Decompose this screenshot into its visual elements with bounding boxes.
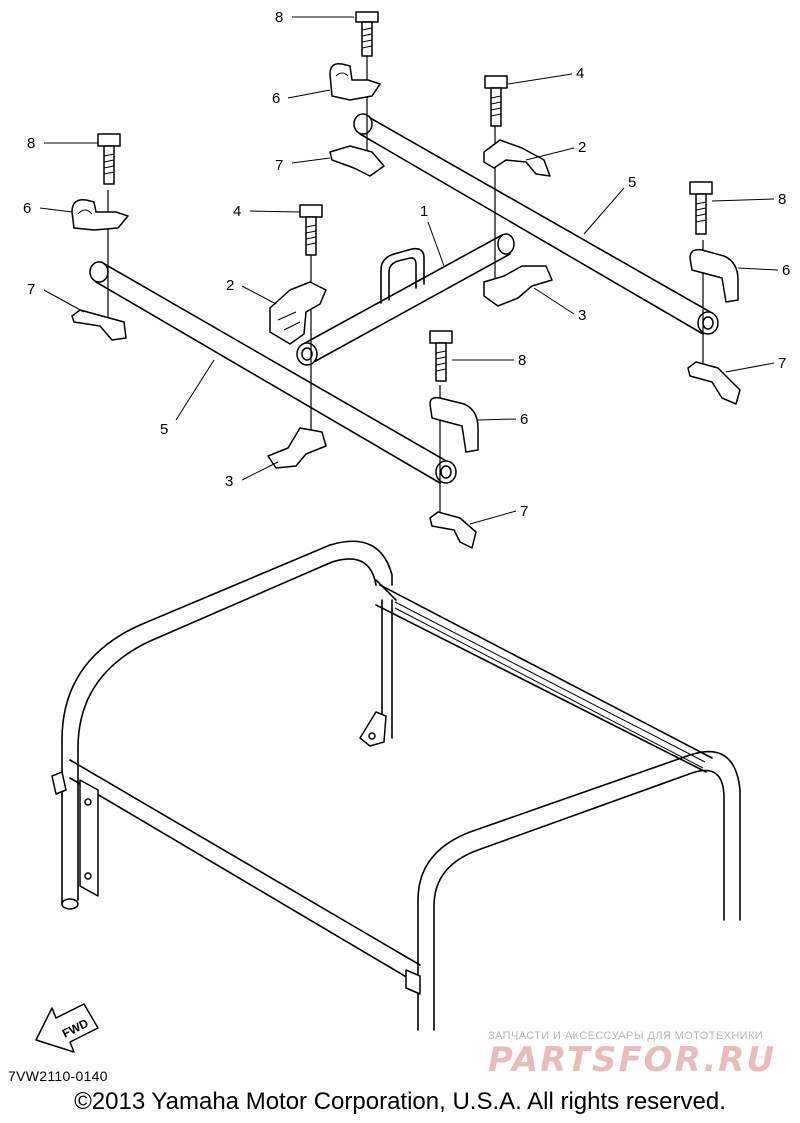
callout-8-bottom: 8: [518, 352, 526, 369]
callout-8-left: 8: [27, 135, 35, 152]
assembly-lines: [107, 52, 704, 520]
callout-6-bottom: 6: [520, 411, 528, 428]
watermark-tagline: ЗАПЧАСТИ И АКСЕССУАРЫ ДЛЯ МОТОТЕХНИКИ: [488, 1030, 764, 1042]
callout-1: 1: [420, 203, 428, 220]
callout-2-upper: 2: [578, 139, 586, 156]
tube-1-cross-bar: [296, 233, 515, 366]
callout-5-left: 5: [160, 421, 168, 438]
callout-7-bottom: 7: [520, 503, 528, 520]
clamp-7-left: [71, 309, 127, 341]
bracket-2-upper: [483, 139, 551, 177]
bolt-8-left: [97, 133, 121, 185]
callout-7-top: 7: [275, 157, 283, 174]
clamp-7-top: [329, 145, 385, 177]
callout-8-top: 8: [275, 9, 283, 26]
roll-cage-frame: [51, 540, 741, 1031]
callout-7-left: 7: [27, 281, 35, 298]
callout-3-upper: 3: [578, 307, 586, 324]
callouts: 8 6 4 2 7 8 6 7 5 8 1 4 6 2 3 8 7: [23, 9, 790, 525]
clamp-6-left: [71, 199, 129, 231]
clamp-7-bottom: [429, 511, 477, 549]
bracket-2-middle: [269, 281, 327, 345]
bolt-8-bottom: [429, 330, 453, 382]
fwd-arrow-icon: FWD: [35, 1003, 99, 1053]
bracket-3-lower: [267, 427, 327, 469]
diagram-code: 7VW2110-0140: [8, 1068, 108, 1084]
tube-5-left: [89, 261, 457, 484]
callout-3-lower: 3: [225, 473, 233, 490]
bracket-3-upper: [483, 265, 553, 307]
copyright-notice: ©2013 Yamaha Motor Corporation, U.S.A. A…: [74, 1088, 726, 1115]
callout-6-right: 6: [782, 262, 790, 279]
bolt-4-upper: [484, 75, 508, 127]
clamp-6-bottom: [429, 396, 479, 453]
callout-8-right: 8: [778, 191, 786, 208]
watermark-logo: PARTSFOR.RU: [488, 1040, 777, 1080]
callout-4-upper: 4: [576, 65, 584, 82]
tube-5-right: [353, 113, 719, 335]
callout-7-right: 7: [778, 355, 786, 372]
clamp-6-top: [329, 62, 381, 101]
callout-5-right: 5: [628, 174, 636, 191]
bolt-4-middle: [299, 204, 323, 256]
callout-4-middle: 4: [233, 203, 241, 220]
clamp-6-right: [689, 248, 739, 303]
callout-6-left: 6: [23, 200, 31, 217]
callout-2-middle: 2: [226, 277, 234, 294]
bolt-8-right: [689, 181, 713, 235]
bolt-8-top: [355, 11, 379, 57]
callout-6-top: 6: [272, 90, 280, 107]
clamp-7-right: [687, 361, 741, 405]
